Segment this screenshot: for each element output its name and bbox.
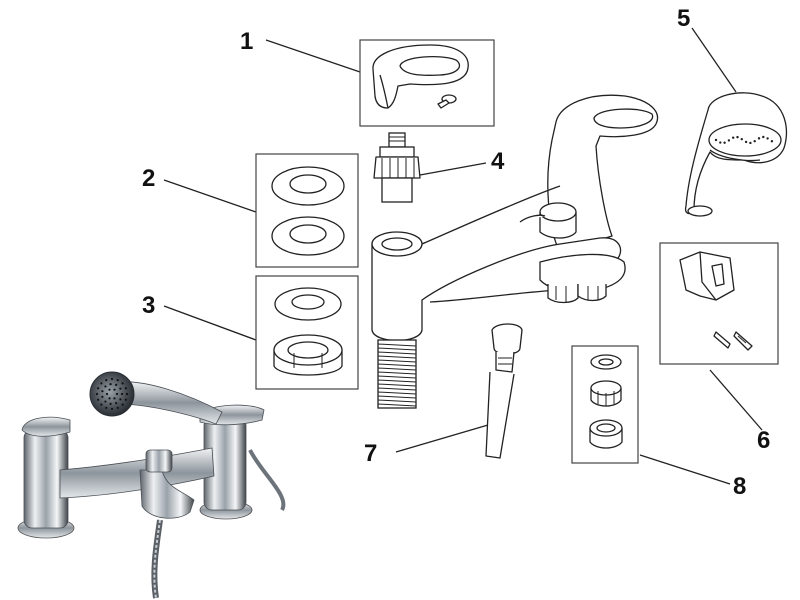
callout-2: 2 [142,165,155,192]
callout-3: 3 [142,292,155,319]
callout-8: 8 [733,473,746,500]
leader-line-1 [265,39,361,73]
part-2-box [255,153,359,268]
part-8-box [571,345,639,464]
leader-line-2 [163,179,257,213]
stem-threads [377,343,417,407]
callout-4: 4 [491,148,505,175]
nozzle-holes [714,135,774,145]
part-4-valve-cartridge [373,132,421,203]
part-2-washers [255,153,359,268]
mixer-body-outline [371,94,659,409]
leader-line-8 [639,454,731,485]
leader-lines [163,27,763,485]
callout-5: 5 [677,5,690,32]
part-3-box [255,275,359,390]
leader-line-7 [395,424,489,453]
callout-1: 1 [240,28,253,55]
callout-7: 7 [364,440,377,467]
part-6-handset-bracket [659,242,779,365]
product-photo [17,371,286,599]
wall-plug-icon [713,331,731,349]
photo-nozzle-holes [95,377,129,411]
callout-labels: 1 2 3 4 5 6 7 8 [142,5,770,500]
part-8-aerator-set [571,345,639,464]
leader-line-5 [691,27,737,93]
part-7-shower-hose [485,323,523,459]
part-5-shower-handset [684,92,788,217]
leader-line-6 [709,369,763,431]
leader-line-3 [163,305,257,341]
callout-6: 6 [757,427,770,454]
part-1-lever-handle [359,39,495,127]
part-6-box [659,242,779,365]
part-1-box [359,39,495,127]
leader-line-4 [419,162,487,176]
part-3-washer-backnut [255,275,359,390]
